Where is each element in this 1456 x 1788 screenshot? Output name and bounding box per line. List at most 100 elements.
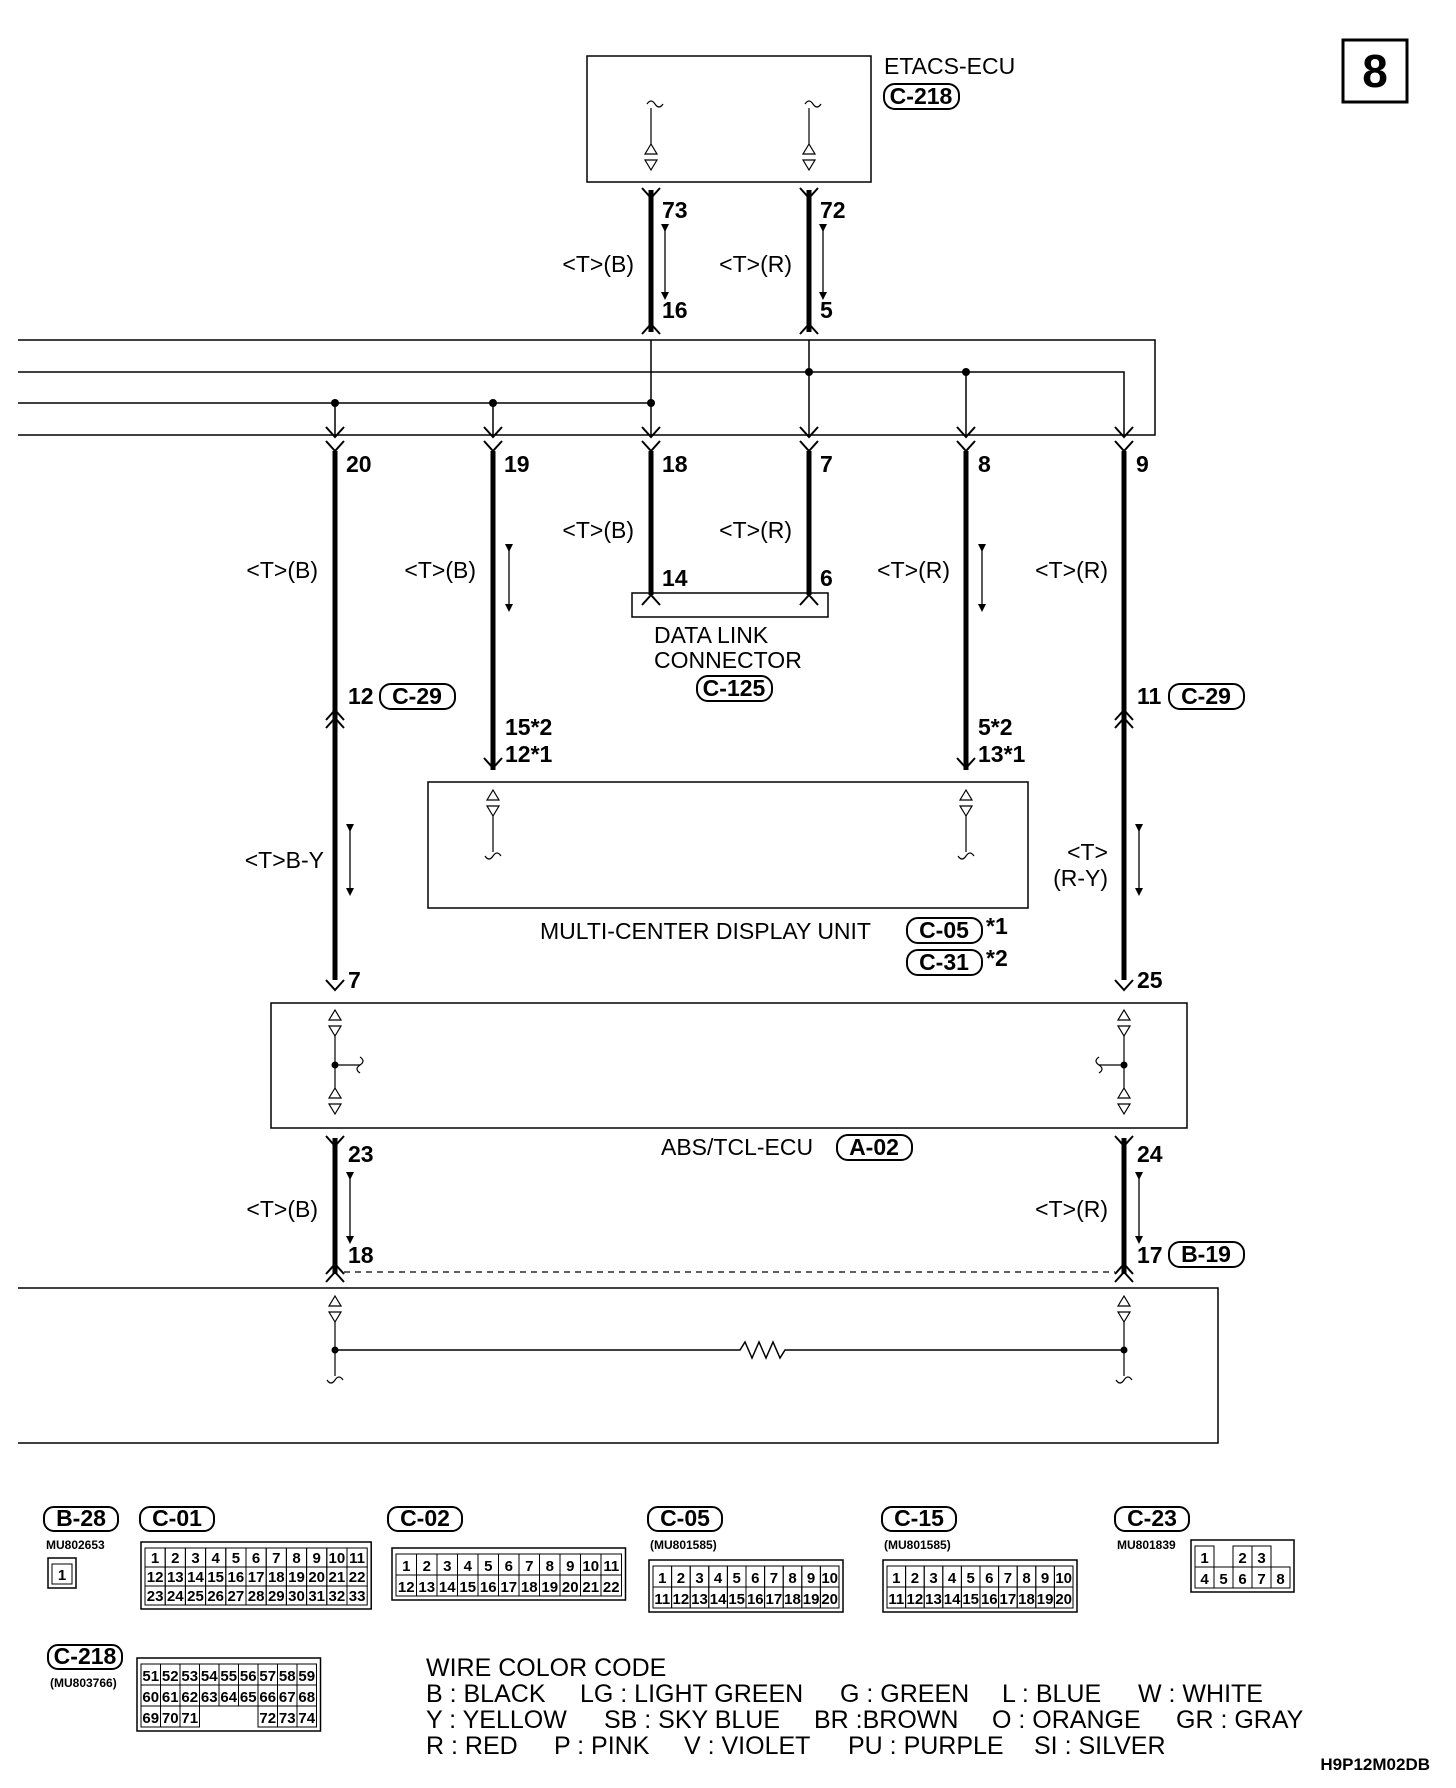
abs-tcl-ecu-box: ABS/TCL-ECU A-02	[270, 1002, 1188, 1161]
connector-pin: 59	[298, 1668, 315, 1685]
connector-pin: 52	[162, 1668, 179, 1685]
connector-pin: 15	[459, 1579, 476, 1596]
multi-center-display-unit: MULTI-CENTER DISPLAY UNIT C-05 *1 C-31 *…	[427, 781, 1029, 976]
connector-pin: 17	[1000, 1591, 1017, 1608]
pin-18: 18	[662, 451, 688, 477]
connector-pin: 12	[147, 1569, 164, 1586]
connector-pin: 16	[981, 1591, 998, 1608]
connector-pin: 61	[162, 1689, 179, 1706]
mcdu-note-2: *2	[986, 945, 1008, 971]
connector-pin: 18	[784, 1591, 801, 1608]
wire-8-color: <T>(R)	[877, 557, 950, 583]
pin-73: 73	[662, 197, 688, 223]
legend-title: WIRE COLOR CODE	[426, 1654, 666, 1682]
connector-pin: 16	[480, 1579, 497, 1596]
connector-pin: 8	[546, 1558, 554, 1575]
pin-8: 8	[978, 451, 991, 477]
pin-7-abs: 7	[348, 967, 361, 993]
bus-terminals	[325, 426, 1134, 453]
connector-pin: 32	[329, 1588, 346, 1605]
legend-r0-c3: L : BLUE	[1002, 1680, 1101, 1708]
connector-pin: 1	[58, 1567, 66, 1584]
dlc-label-2: CONNECTOR	[654, 647, 802, 673]
connector-pin: 15	[728, 1591, 745, 1608]
connector-pin: 64	[220, 1689, 237, 1706]
wire-23-color: <T>(B)	[246, 1196, 318, 1222]
pin-18-bottom: 18	[348, 1242, 374, 1268]
connector-id: C-02	[400, 1505, 450, 1531]
pin-12-star1: 12*1	[505, 741, 553, 767]
connector-pin: 19	[288, 1569, 305, 1586]
connector-pin: 17	[500, 1579, 517, 1596]
connector-id: C-218	[54, 1643, 117, 1669]
pin-7-top: 7	[820, 451, 833, 477]
connector-pin: 5	[733, 1570, 741, 1587]
connector-pin: 6	[751, 1570, 759, 1587]
pin-19: 19	[504, 451, 530, 477]
connector-pin: 14	[944, 1591, 961, 1608]
wire-24-color: <T>(R)	[1035, 1196, 1108, 1222]
pin-5-star2: 5*2	[978, 714, 1013, 740]
connector-pin: 57	[259, 1668, 276, 1685]
connector-pin: 7	[1004, 1570, 1012, 1587]
connector-pin: 4	[714, 1570, 723, 1587]
connector-id: B-28	[56, 1505, 106, 1531]
legend-r1-c3: O : ORANGE	[992, 1706, 1141, 1734]
connector-pin: 9	[1041, 1570, 1049, 1587]
legend-r2-c0: R : RED	[426, 1732, 518, 1760]
legend-r0-c0: B : BLACK	[426, 1680, 546, 1708]
pin-14: 14	[662, 565, 688, 591]
legend-r2-c1: P : PINK	[554, 1732, 650, 1760]
connector-pin: 2	[677, 1570, 685, 1587]
wire-19-color: <T>(B)	[404, 557, 476, 583]
connector-pin: 26	[207, 1588, 224, 1605]
connector-pin: 18	[268, 1569, 285, 1586]
connector-pin: 15	[962, 1591, 979, 1608]
connector-pin: 3	[443, 1558, 451, 1575]
wire-72-color: <T>(R)	[719, 251, 792, 277]
connector-part-number: (MU801585)	[650, 1538, 717, 1552]
dlc-connector-tag: C-125	[703, 675, 766, 701]
connector-pin: 7	[770, 1570, 778, 1587]
connector-pin: 28	[248, 1588, 265, 1605]
connector-pin: 12	[907, 1591, 924, 1608]
legend-r1-c4: GR : GRAY	[1176, 1706, 1304, 1734]
pin-24: 24	[1137, 1141, 1163, 1167]
connector-id: C-01	[152, 1505, 202, 1531]
legend-r0-c2: G : GREEN	[840, 1680, 969, 1708]
pin-13-star1: 13*1	[978, 741, 1026, 767]
connector-pin: 20	[821, 1591, 838, 1608]
connector-pin: 11	[603, 1558, 619, 1575]
connector-pin: 12	[673, 1591, 690, 1608]
connector-pin: 11	[654, 1591, 670, 1608]
pin-17: 17	[1137, 1242, 1163, 1268]
connector-pin: 53	[181, 1668, 198, 1685]
connector-pin: 66	[259, 1689, 276, 1706]
pin-9: 9	[1136, 451, 1149, 477]
connector-pin: 55	[220, 1668, 237, 1685]
page-number: 8	[1362, 45, 1388, 97]
connector-pin: 51	[142, 1668, 159, 1685]
legend-r1-c0: Y : YELLOW	[426, 1706, 567, 1734]
connector-pin: 33	[349, 1588, 366, 1605]
connector-pin: 12	[398, 1579, 415, 1596]
connector-pin: 13	[691, 1591, 708, 1608]
connector-pin: 4	[212, 1550, 221, 1567]
connector-pin: 60	[142, 1689, 159, 1706]
connector-pin: 20	[1055, 1591, 1072, 1608]
connector-pin: 1	[151, 1550, 159, 1567]
connector-pin: 20	[308, 1569, 325, 1586]
page-number-box: 8	[1341, 38, 1409, 104]
connector-pin: 8	[788, 1570, 796, 1587]
connector-part-number: (MU803766)	[50, 1676, 117, 1690]
connector-pin: 62	[181, 1689, 198, 1706]
connector-pin: 6	[985, 1570, 993, 1587]
connector-pin: 18	[1018, 1591, 1035, 1608]
connector-pin: 10	[1055, 1570, 1072, 1587]
wire-color-legend: WIRE COLOR CODE B : BLACK LG : LIGHT GRE…	[426, 1654, 1304, 1760]
connector-pin: 9	[313, 1550, 321, 1567]
connector-pin: 5	[484, 1558, 492, 1575]
